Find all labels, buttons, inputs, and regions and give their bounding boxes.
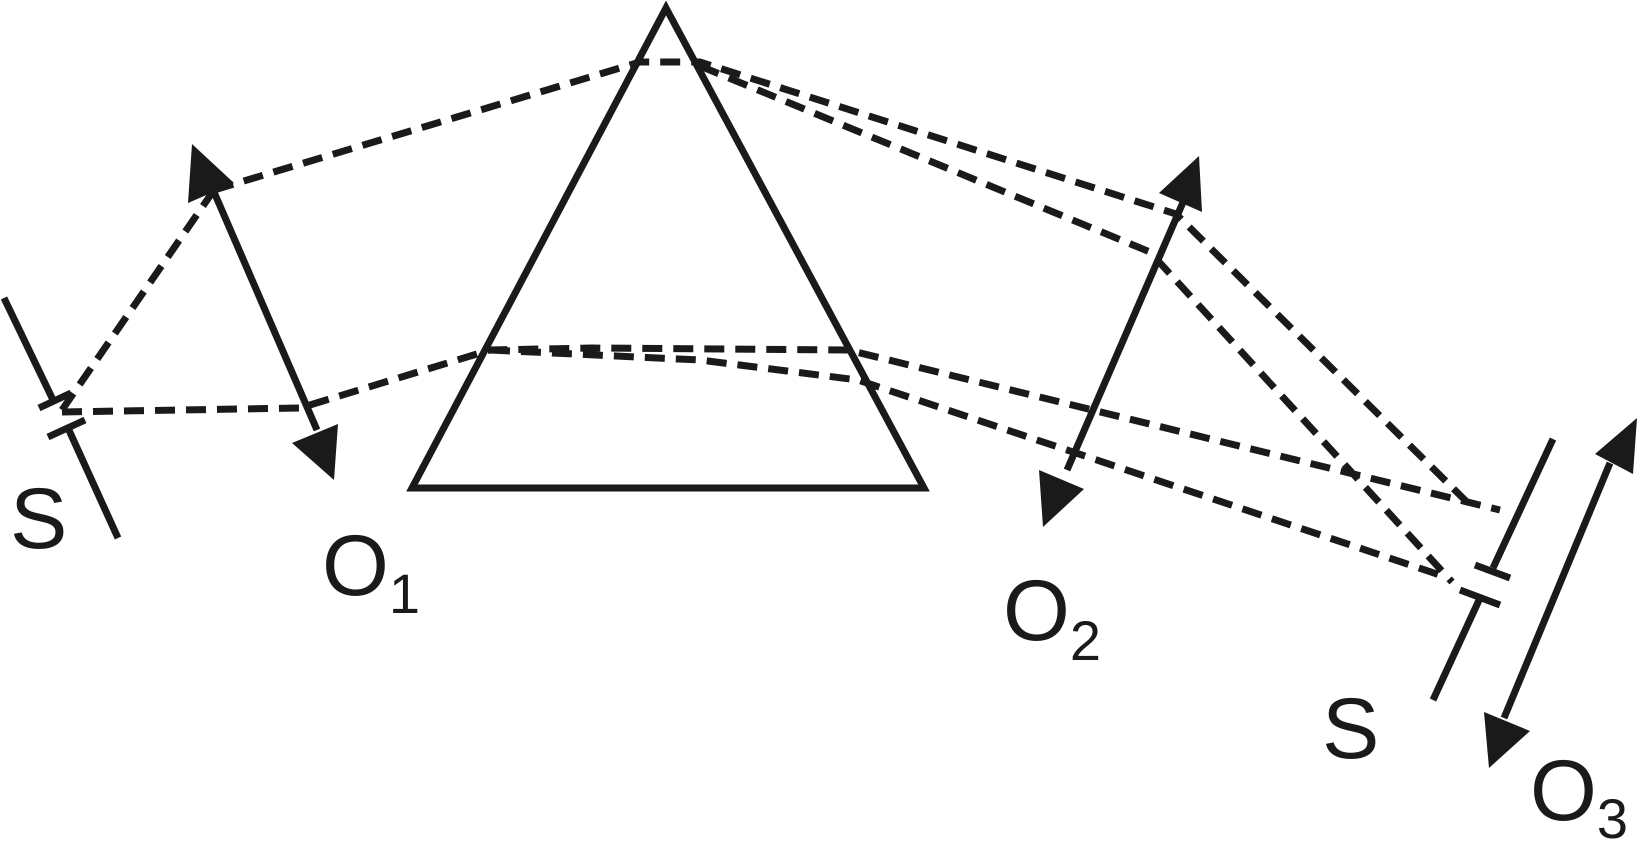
- ray-lower: [61, 344, 1501, 579]
- lens-o2: [1039, 156, 1202, 527]
- label-lens-o3-sub: 3: [1597, 787, 1628, 850]
- lens-o1: [188, 144, 338, 480]
- lens-o3: [1484, 418, 1637, 768]
- slit-left: [0, 296, 122, 540]
- label-lens-o1-main: O: [322, 518, 389, 614]
- prism: [406, 0, 930, 492]
- label-lens-o1: O1: [322, 518, 420, 625]
- label-lens-o2: O2: [1003, 563, 1101, 672]
- label-lens-o3-main: O: [1530, 743, 1597, 839]
- label-lens-o3: O3: [1530, 743, 1628, 850]
- label-lens-o1-sub: 1: [389, 562, 420, 625]
- slit-right: [1429, 437, 1557, 702]
- label-slit-right: S: [1322, 681, 1379, 777]
- label-lens-o2-main: O: [1003, 563, 1070, 659]
- label-lens-o2-sub: 2: [1070, 609, 1101, 672]
- label-slit-left: S: [10, 471, 67, 567]
